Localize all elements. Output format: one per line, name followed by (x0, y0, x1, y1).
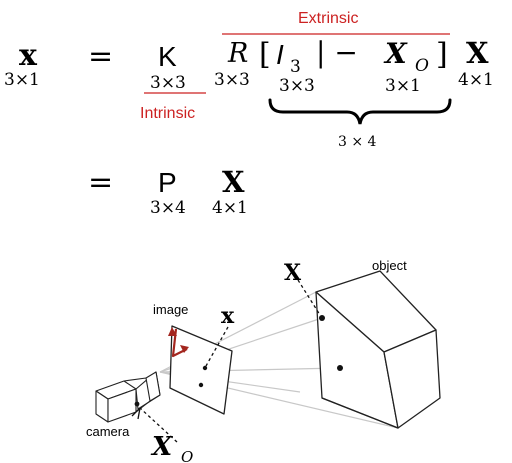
camera-center-X: X (383, 37, 408, 70)
K-dimension: 3×3 (150, 73, 186, 93)
lhs-x-symbol: x (19, 38, 38, 73)
camera-center-label-subscript: O (181, 448, 193, 463)
identity-I: I (276, 39, 284, 70)
image-point-x-label: x (221, 303, 235, 329)
projection-diagram: image object camera x X X O (86, 258, 441, 463)
image-point-x (202, 365, 208, 371)
rotation-matrix-R: R (227, 38, 248, 69)
object-cube (315, 270, 441, 429)
X-dimension: 4×1 (458, 70, 494, 90)
R-dimension: 3×3 (214, 70, 250, 90)
equals-sign-1: = (88, 39, 113, 74)
bar-minus: | − (316, 36, 358, 69)
intrinsic-label: Intrinsic (140, 105, 195, 122)
Xo-dimension: 3×1 (385, 76, 421, 96)
lhs-dimension: 3×1 (4, 70, 40, 90)
camera-center-point (134, 401, 140, 407)
camera-label: camera (86, 424, 130, 439)
projection-equation-row1: x 3×1 = K 3×3 Intrinsic Extrinsic R 3×3 … (4, 10, 494, 150)
object-label: object (372, 258, 407, 273)
projection-matrix-P: P (158, 167, 177, 198)
I-dimension: 3×3 (279, 76, 315, 96)
object-point-X-label: X (284, 260, 302, 286)
identity-subscript: 3 (290, 57, 301, 77)
world-point-X: X (466, 36, 489, 70)
object-point-2 (337, 365, 343, 371)
camera-center-label: X (150, 432, 174, 462)
label-leaders (131, 279, 321, 443)
intrinsic-matrix-K: K (158, 41, 177, 72)
left-bracket: [ (259, 37, 271, 72)
underbrace (268, 98, 452, 125)
right-bracket: ] (436, 37, 448, 72)
underbrace-dimension: 3 × 4 (338, 134, 377, 150)
projection-equation-row2: = P 3×4 X 4×1 (88, 165, 248, 218)
camera-icon (95, 371, 161, 423)
equals-sign-2: = (88, 165, 113, 200)
object-point-X (319, 315, 325, 321)
image-axes-arrow (168, 327, 189, 358)
camera-center-subscript: O (415, 56, 429, 76)
world-point-X-2: X (222, 165, 245, 199)
X-dimension-2: 4×1 (212, 198, 248, 218)
P-dimension: 3×4 (150, 198, 186, 218)
extrinsic-label: Extrinsic (298, 10, 358, 27)
image-point-2 (198, 382, 204, 388)
image-label: image (153, 302, 188, 317)
